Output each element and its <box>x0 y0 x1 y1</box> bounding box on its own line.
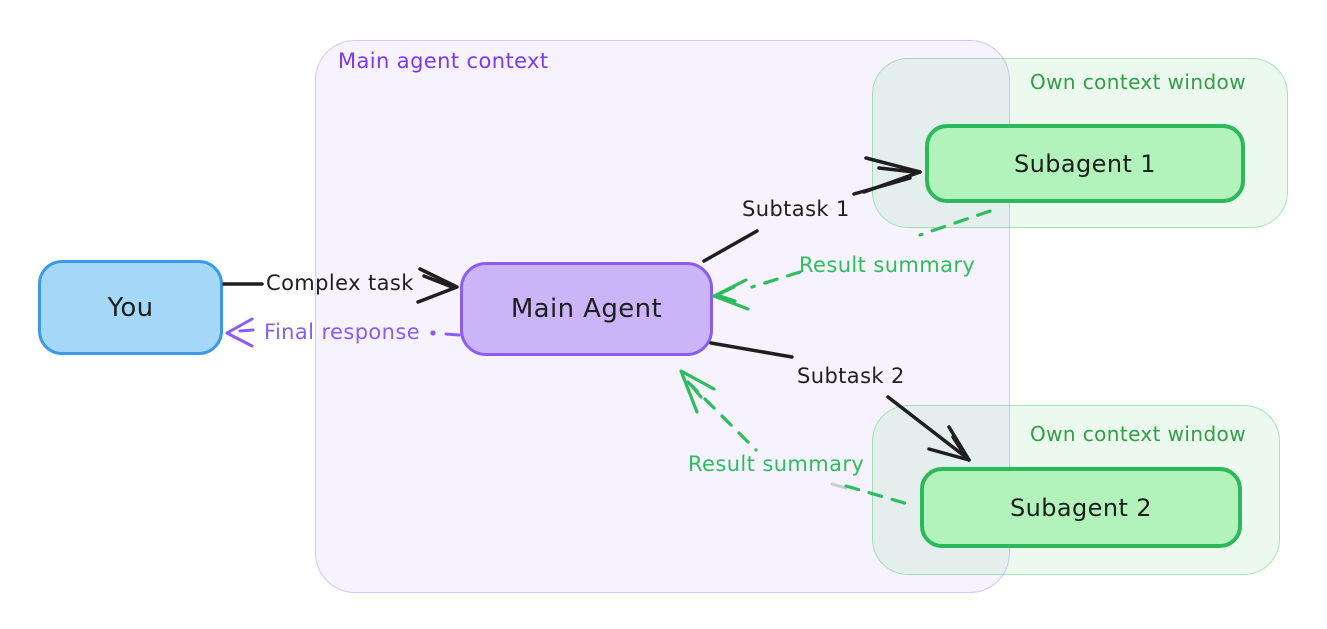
result-summary2-label: Result summary <box>688 452 865 476</box>
final-response-label: Final response <box>264 320 421 344</box>
main-agent-node-label: Main Agent <box>510 294 663 324</box>
subagent2-context-label: Own context window <box>1030 422 1246 446</box>
subagent1-node: Subagent 1 <box>925 124 1245 203</box>
subagent1-node-label: Subagent 1 <box>1014 149 1156 178</box>
subagent1-context-label: Own context window <box>1030 70 1246 94</box>
subtask2-label: Subtask 2 <box>797 364 905 388</box>
subagent2-node: Subagent 2 <box>920 467 1242 548</box>
complex-task-label: Complex task <box>266 271 414 295</box>
subagent2-node-label: Subagent 2 <box>1010 493 1152 522</box>
you-node: You <box>38 260 223 355</box>
you-node-label: You <box>107 292 154 323</box>
result-summary1-label: Result summary <box>799 253 976 277</box>
main-agent-node: Main Agent <box>460 262 713 356</box>
main-agent-context-label: Main agent context <box>338 49 549 73</box>
subtask1-label: Subtask 1 <box>742 197 850 221</box>
